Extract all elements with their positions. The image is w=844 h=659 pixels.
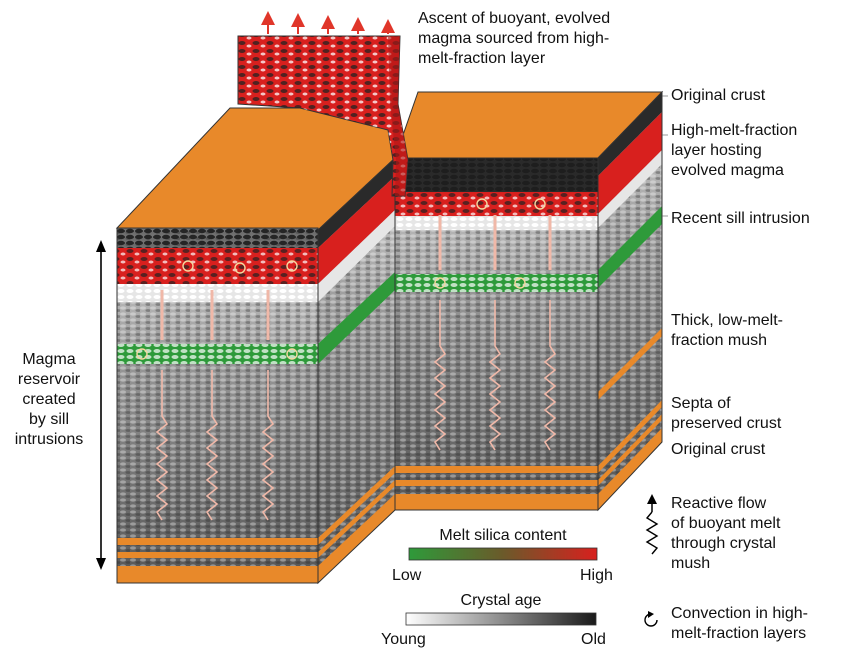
silica-legend-title: Melt silica content — [439, 527, 567, 544]
convection-legend-icon — [644, 611, 658, 627]
reactive-flow-arrow — [488, 300, 502, 451]
convection-icon — [534, 198, 546, 210]
reactive-flow-legend-label: Reactive flow of buoyant melt through cr… — [671, 495, 781, 572]
original-crust-top-label: Original crust — [671, 87, 766, 104]
age-legend-title: Crystal age — [460, 592, 542, 609]
middle-side-face — [317, 156, 396, 585]
convection-icon — [182, 260, 194, 272]
age-gradient-bar — [405, 612, 597, 626]
reactive-flow-arrow — [543, 300, 557, 451]
age-old-label: Old — [581, 631, 606, 648]
convection-icon — [514, 277, 526, 289]
ascent-label: Ascent of buoyant, evolved magma sourced… — [418, 10, 611, 67]
convection-icon — [286, 260, 298, 272]
convection-icon — [136, 348, 148, 360]
reservoir-span-arrow — [96, 240, 106, 570]
convection-legend-label: Convection in high- melt-fraction layers — [671, 605, 808, 642]
thick-mush-label: Thick, low-melt- fraction mush — [671, 312, 784, 349]
age-young-label: Young — [381, 631, 426, 648]
ascent-arrows — [261, 11, 395, 34]
recent-sill-label: Recent sill intrusion — [671, 210, 810, 227]
reactive-flow-arrow — [155, 370, 169, 521]
convection-icon — [434, 277, 446, 289]
reactive-flow-arrow — [205, 370, 219, 521]
silica-low-label: Low — [392, 567, 422, 584]
septa-label: Septa of preserved crust — [671, 395, 782, 432]
reactive-flow-arrows — [155, 215, 557, 521]
right-front-face — [394, 157, 599, 511]
high-melt-layer-label: High-melt-fraction layer hosting evolved… — [671, 122, 798, 179]
original-crust-bottom-label: Original crust — [671, 441, 766, 458]
reactive-flow-arrow — [261, 370, 275, 521]
reactive-flow-arrow — [433, 300, 447, 451]
silica-high-label: High — [580, 567, 613, 584]
convection-markers — [136, 198, 546, 360]
reactive-flow-legend-icon — [645, 494, 659, 555]
right-side-face — [597, 90, 663, 512]
convection-icon — [286, 348, 298, 360]
magma-reservoir-label: Magma reservoir created by sill intrusio… — [14, 351, 84, 448]
ascending-magma-dike — [237, 35, 409, 197]
convection-icon — [234, 262, 246, 274]
left-front-face — [116, 227, 319, 584]
leader-lines — [662, 95, 668, 217]
silica-gradient-bar — [408, 547, 598, 561]
convection-icon — [476, 198, 488, 210]
